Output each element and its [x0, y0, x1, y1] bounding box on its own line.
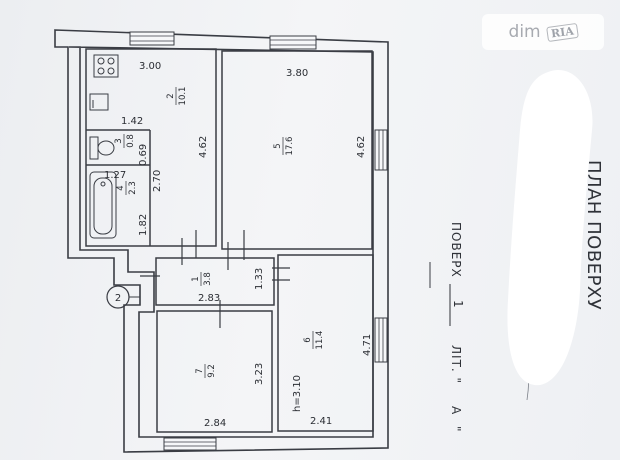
- room-label-6: 6 11.4: [303, 331, 325, 350]
- floor-number: 1: [451, 300, 465, 309]
- room-area-6: 11.4: [315, 331, 325, 350]
- room-area-7: 9.2: [207, 364, 217, 378]
- dim-room7-width: 2.84: [204, 418, 226, 429]
- lit-close: ": [449, 426, 463, 433]
- room-label-4: 4 2.3: [116, 181, 138, 195]
- room-area-2: 10.1: [178, 87, 188, 106]
- dim-room5-width: 3.80: [286, 68, 308, 79]
- room-number-7: 7: [195, 368, 205, 373]
- floor-heading: ПОВЕРХ 1 ЛІТ. " А ": [449, 222, 465, 433]
- dim-kitchen-length: 4.62: [198, 136, 209, 158]
- inner-walls: [85, 48, 374, 433]
- lit-label: ЛІТ. ": [449, 345, 463, 384]
- stove-icon: [93, 54, 119, 78]
- room-label-1: 1 3.8: [191, 272, 213, 286]
- dim-kitchen-width: 3.00: [139, 61, 161, 72]
- height-label: h=3.10: [292, 375, 303, 412]
- room-label-5: 5 17.6: [273, 137, 295, 156]
- room-area-1: 3.8: [203, 272, 213, 286]
- sink-icon: [89, 93, 109, 111]
- windows: [129, 31, 388, 451]
- watermark-badge: RIA: [545, 22, 579, 42]
- dim-hall-width: 2.83: [198, 293, 220, 304]
- room-number-3: 3: [114, 138, 124, 143]
- room-label-2: 2 10.1: [166, 87, 188, 106]
- watermark-logo: dim RIA: [482, 14, 604, 50]
- room-area-5: 17.6: [285, 137, 295, 156]
- axis-number: 2: [115, 293, 121, 304]
- dim-wc-width: 1.42: [121, 116, 143, 127]
- dim-hall-length: 1.33: [254, 268, 265, 290]
- dim-room5-length: 4.62: [356, 136, 367, 158]
- dim-bath-width: 1.27: [104, 170, 126, 181]
- room-number-6: 6: [303, 337, 313, 342]
- dim-room6-width: 2.41: [310, 416, 332, 427]
- dim-room6-length: 4.71: [362, 334, 373, 356]
- dim-wc-length: 0.69: [138, 144, 149, 166]
- room-number-1: 1: [191, 276, 201, 281]
- room-label-3: 3 0.8: [114, 134, 136, 148]
- room-number-5: 5: [273, 143, 283, 148]
- room-area-4: 2.3: [128, 181, 138, 195]
- room-number-2: 2: [166, 93, 176, 98]
- redaction-patch: [507, 70, 593, 386]
- window-lines: [130, 35, 384, 447]
- room-number-4: 4: [116, 185, 126, 190]
- toilet-icon: [89, 136, 115, 160]
- dim-room7-length: 3.23: [254, 363, 265, 385]
- plan-title: ПЛАН ПОВЕРХУ: [583, 160, 604, 310]
- dim-bath-length: 1.82: [138, 214, 149, 236]
- lit-value: А: [449, 406, 463, 415]
- watermark-text: dim: [508, 22, 541, 42]
- dim-bath-side: 2.70: [152, 170, 163, 192]
- bathtub-icon: [89, 171, 117, 239]
- room-area-3: 0.8: [126, 134, 136, 148]
- room-label-7: 7 9.2: [195, 364, 217, 378]
- floor-label: ПОВЕРХ: [449, 222, 463, 278]
- axis-marker: [106, 285, 140, 309]
- doors: [140, 230, 290, 328]
